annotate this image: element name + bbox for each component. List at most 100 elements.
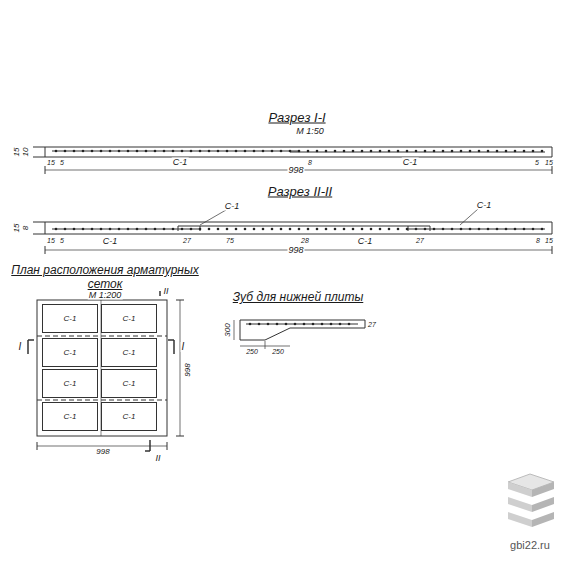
rebar-dot: [514, 150, 517, 153]
rebar-dot: [91, 228, 94, 231]
dimension-label: 15: [13, 223, 21, 234]
rebar-dot: [226, 150, 229, 153]
section-2: [33, 209, 552, 254]
rebar-dot: [312, 323, 315, 326]
dimension-label: С-1: [172, 158, 189, 167]
dimension-label: С-1: [402, 158, 419, 167]
mesh-mark: С-1: [123, 349, 136, 357]
rebar-dot: [505, 150, 508, 153]
dimension-label: 10: [22, 147, 30, 158]
mesh-mark: С-1: [64, 315, 77, 323]
rebar-dot: [303, 323, 306, 326]
rebar-dot: [91, 150, 94, 153]
rebar-dot: [253, 150, 256, 153]
dimension-label: С-1: [102, 237, 119, 246]
rebar-dot: [154, 150, 157, 153]
rebar-dot: [235, 150, 238, 153]
dimension-label: I: [18, 342, 23, 352]
section-heading: Разрез I-I: [267, 111, 326, 124]
dimension-label: 250: [245, 348, 259, 355]
rebar-dot: [370, 150, 373, 153]
rebar-dot: [64, 228, 67, 231]
rebar-dot: [433, 150, 436, 153]
dimension-label: 300: [224, 322, 232, 337]
rebar-dot: [181, 228, 184, 231]
mesh-cell: С-1: [42, 304, 98, 333]
dimension-label: 998: [184, 362, 192, 377]
rebar-dot: [64, 150, 67, 153]
rebar-dot: [361, 150, 364, 153]
dimension-label: II: [162, 287, 169, 296]
mesh-cell: С-1: [101, 304, 157, 333]
mesh-mark: С-1: [64, 380, 77, 388]
dimension-label: II: [154, 454, 161, 463]
dimension-label: 75: [225, 237, 235, 244]
dimension-label: 15: [46, 237, 56, 244]
rebar-dot: [82, 150, 85, 153]
rebar-dot: [424, 228, 427, 231]
rebar-dot: [397, 150, 400, 153]
rebar-dot: [339, 323, 342, 326]
rebar-dot: [406, 228, 409, 231]
dimension-label: 28: [300, 237, 310, 244]
mesh-plan: [28, 284, 184, 451]
mesh-cell: С-1: [101, 402, 157, 431]
rebar-dot: [406, 150, 409, 153]
rebar-dot: [321, 323, 324, 326]
dimension-label: 15: [544, 159, 554, 166]
dimension-label: М 1:200: [88, 291, 123, 300]
rebar-dot: [127, 150, 130, 153]
rebar-dot: [343, 150, 346, 153]
rebar-dot: [298, 150, 301, 153]
dimension-label: С-1: [357, 237, 374, 246]
rebar-dot: [181, 150, 184, 153]
rebar-dot: [100, 228, 103, 231]
rebar-dot: [532, 228, 535, 231]
rebar-dot: [190, 228, 193, 231]
mesh-cell: С-1: [42, 338, 98, 367]
rebar-dot: [118, 150, 121, 153]
rebar-dot: [523, 228, 526, 231]
dimension-label: 27: [415, 237, 425, 244]
rebar-dot: [208, 228, 211, 231]
dimension-label: С-1: [476, 201, 493, 210]
mesh-mark: С-1: [123, 413, 136, 421]
dimension-label: 250: [271, 348, 285, 355]
rebar-dot: [487, 150, 490, 153]
dimension-label: 5: [59, 159, 65, 166]
rebar-dot: [244, 150, 247, 153]
dimension-label: М 1:50: [295, 127, 325, 136]
rebar-dot: [541, 228, 544, 231]
rebar-dot: [316, 150, 319, 153]
rebar-dot: [505, 228, 508, 231]
mesh-mark: С-1: [123, 380, 136, 388]
rebar-dot: [262, 150, 265, 153]
rebar-dot: [334, 228, 337, 231]
rebar-dot: [352, 150, 355, 153]
rebar-dot: [145, 150, 148, 153]
rebar-dot: [330, 323, 333, 326]
rebar-dot: [217, 228, 220, 231]
rebar-dot: [55, 228, 58, 231]
rebar-dot: [190, 150, 193, 153]
rebar-dot: [415, 228, 418, 231]
rebar-dot: [478, 150, 481, 153]
rebar-dot: [271, 150, 274, 153]
rebar-dot: [442, 150, 445, 153]
rebar-dot: [163, 150, 166, 153]
rebar-dot: [334, 150, 337, 153]
rebar-dot: [289, 228, 292, 231]
rebar-dot: [73, 228, 76, 231]
rebar-dot: [55, 150, 58, 153]
mesh-cell: С-1: [101, 338, 157, 367]
rebar-dot: [532, 150, 535, 153]
rebar-dot: [523, 150, 526, 153]
section-heading: Разрез II-II: [267, 185, 333, 198]
rebar-dot: [235, 228, 238, 231]
rebar-dot: [424, 150, 427, 153]
rebar-dot: [163, 228, 166, 231]
dimension-label: I: [181, 342, 186, 352]
rebar-dot: [379, 150, 382, 153]
rebar-dot: [217, 150, 220, 153]
rebar-dot: [172, 150, 175, 153]
